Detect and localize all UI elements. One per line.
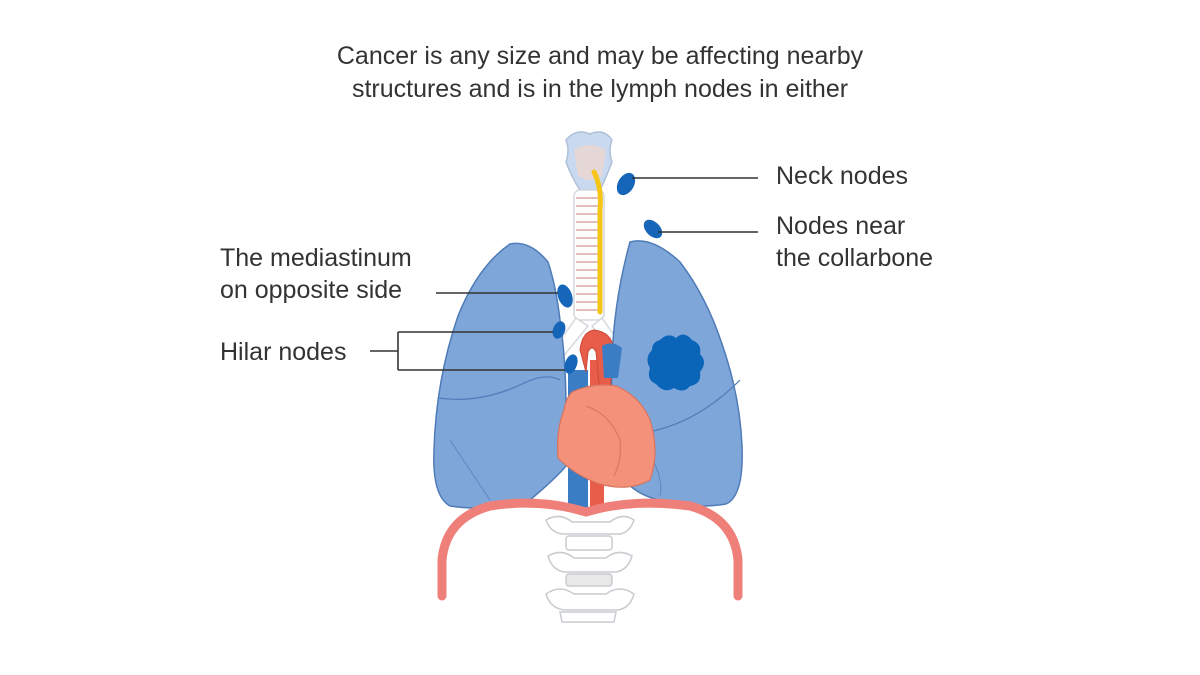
- label-mediastinum-line-1: The mediastinum: [220, 244, 412, 272]
- larynx: [565, 131, 613, 191]
- tumour: [647, 334, 704, 391]
- neck-node: [616, 172, 636, 196]
- collarbone-node: [643, 219, 663, 239]
- label-neck-nodes: Neck nodes: [776, 160, 908, 192]
- mediastinum-node: [557, 284, 573, 308]
- label-collarbone-nodes: Nodes near the collarbone: [776, 210, 933, 274]
- heart: [557, 384, 656, 488]
- hilar-node-upper: [552, 321, 566, 339]
- label-neck-nodes-text: Neck nodes: [776, 162, 909, 190]
- nerve: [591, 169, 603, 315]
- spine: [545, 515, 635, 623]
- leader-lines: [370, 177, 758, 371]
- label-hilar-nodes: Hilar nodes: [220, 336, 346, 368]
- hilar-node-lower: [564, 354, 578, 374]
- diaphragm: [437, 498, 743, 601]
- label-mediastinum-line-2: on opposite side: [220, 276, 403, 304]
- label-collarbone-line-1: Nodes near: [776, 212, 906, 240]
- title-line-2: structures and is in the lymph nodes in …: [351, 75, 849, 103]
- label-hilar-nodes-text: Hilar nodes: [220, 338, 347, 366]
- label-mediastinum: The mediastinum on opposite side: [220, 242, 412, 306]
- left-lung: [433, 242, 567, 509]
- label-collarbone-line-2: the collarbone: [776, 244, 934, 272]
- title-line-1: Cancer is any size and may be affecting …: [336, 42, 864, 70]
- diagram-title: Cancer is any size and may be affecting …: [220, 40, 980, 106]
